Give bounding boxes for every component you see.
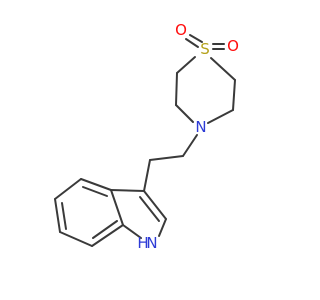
- molecule-diagram: O S O N H N: [54, 21, 239, 252]
- bond-c4-s: [176, 56, 196, 74]
- bond-ca-cb: [149, 155, 184, 161]
- bond-s-o1-a: [185, 38, 199, 48]
- bond-cb-c3i: [143, 159, 151, 192]
- atom-o2: O: [227, 37, 239, 55]
- bond-n-c3: [175, 104, 194, 123]
- bond-s-o1-b: [189, 34, 203, 43]
- bond-c5-c6: [54, 198, 61, 233]
- bond-c3-c2-double-b: [139, 196, 160, 222]
- bond-c5-c6-inner: [61, 202, 67, 230]
- bond-c1-c2: [232, 79, 236, 111]
- bond-c2-n: [207, 109, 234, 124]
- bond-n-ca: [182, 134, 198, 157]
- bond-c3a-c7a: [110, 189, 124, 226]
- bond-c7-c7a-inner: [92, 220, 118, 239]
- atom-nh-h: H: [137, 234, 148, 252]
- bond-c3a-c4-inner: [82, 186, 108, 197]
- bond-n1-c7a: [122, 224, 142, 239]
- atom-s: S: [200, 40, 210, 58]
- bond-c2-n1: [158, 218, 167, 237]
- bond-s-c1: [210, 57, 236, 81]
- atom-nh-n: N: [146, 234, 157, 252]
- bond-c7-c7a: [91, 224, 124, 247]
- atom-o1: O: [175, 21, 187, 39]
- atom-n: N: [195, 118, 206, 136]
- bond-c6-c7: [59, 231, 93, 247]
- bond-c4-c5: [54, 178, 82, 200]
- bond-c3-c2-double-a: [143, 190, 167, 220]
- bond-c3-c3a: [110, 189, 145, 192]
- bond-c3-c4: [175, 72, 178, 106]
- bond-c3a-c4: [80, 178, 112, 191]
